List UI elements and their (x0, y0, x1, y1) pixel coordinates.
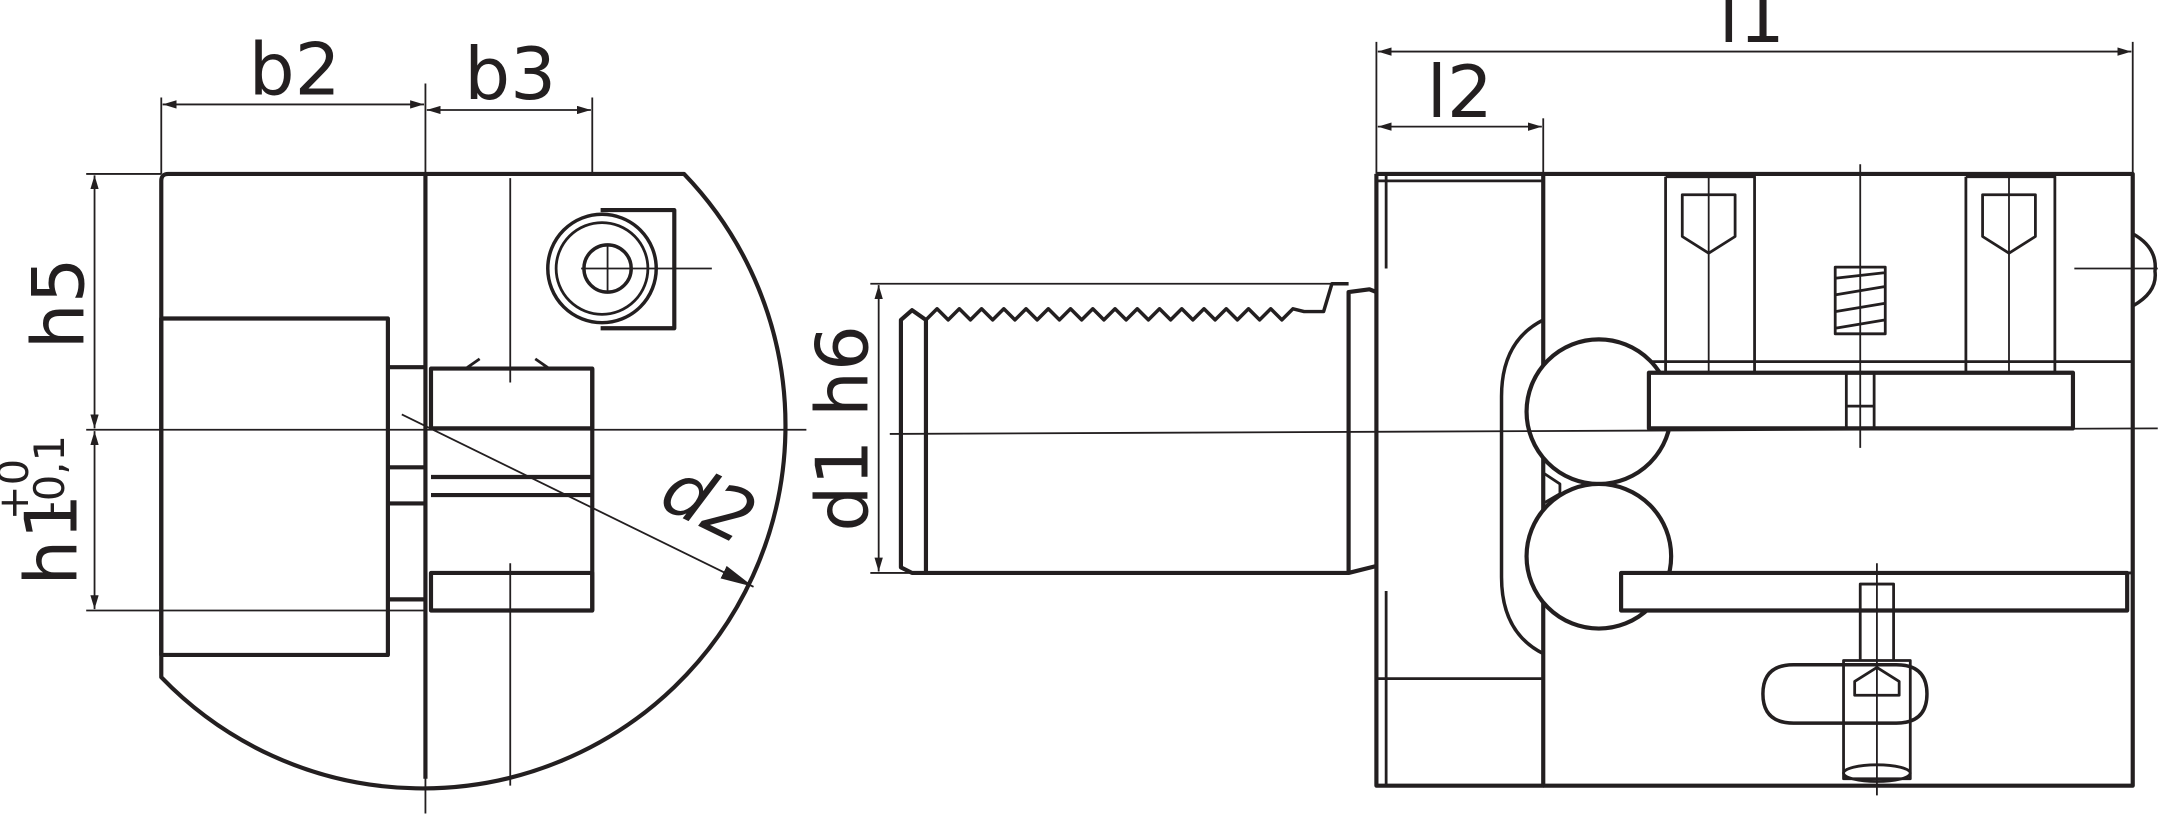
b2-label: b2 (249, 29, 341, 113)
clamp-screw-right (1964, 175, 2057, 373)
clamp-screw-left (1664, 175, 1756, 373)
d2-dimension-line (401, 413, 754, 588)
h1-lower-tolerance: -0,1 (25, 435, 74, 516)
end-view-outline (159, 171, 788, 791)
h1-label: h1 (10, 494, 94, 586)
l1-label: l1 (1719, 0, 1785, 60)
b3-label: b3 (464, 33, 556, 117)
end-view-step (387, 365, 426, 602)
shank-body (925, 287, 1378, 576)
flange-outline (1374, 171, 1546, 788)
shank-outline (898, 308, 929, 576)
lower-screw (1842, 582, 1912, 781)
slot-hole (1761, 662, 1929, 725)
h5-label: h5 (17, 257, 101, 349)
middle-channel (430, 474, 593, 498)
coolant-bump (2131, 232, 2157, 308)
upper-slot (428, 366, 595, 431)
side-view-centerline (889, 427, 2158, 435)
body-outline (1543, 171, 2135, 788)
d1-label: d1 h6 (802, 325, 886, 532)
end-view-inner-block (159, 316, 390, 658)
lower-slot (428, 570, 595, 613)
h1-upper-tolerance: +0 (0, 459, 38, 520)
keyhole-cutout (1499, 318, 1545, 656)
l2-label: l2 (1427, 51, 1493, 135)
side-view (898, 171, 2157, 788)
lower-clamp-jaw (1619, 570, 2130, 613)
shank-thread (924, 282, 1349, 322)
